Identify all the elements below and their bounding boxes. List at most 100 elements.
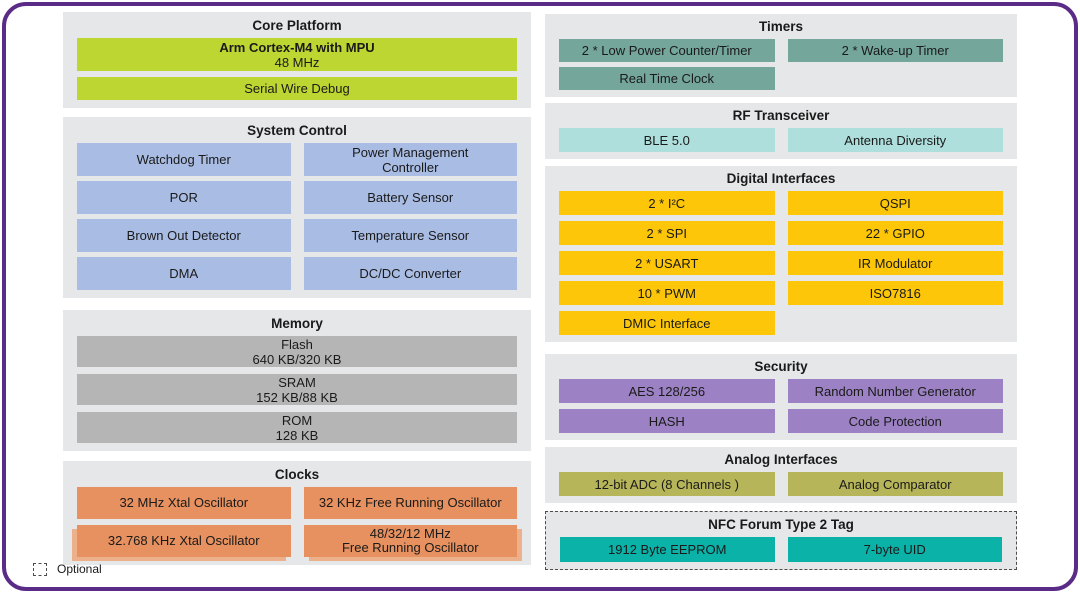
block-7-byte-uid: 7-byte UID [787,537,1002,562]
block-label-line: 7-byte UID [863,542,926,557]
block-dc-dc-converter: DC/DC Converter [303,257,517,290]
block-label-line: Brown Out Detector [126,228,241,243]
block-aes-128-256: AES 128/256 [559,379,775,403]
block-watchdog-timer: Watchdog Timer [77,143,291,176]
block-12-bit-adc-8-channels: 12-bit ADC (8 Channels ) [559,472,775,496]
block-label-line: Analog Comparator [838,476,952,492]
block-dma: DMA [77,257,291,290]
block-analog-comparator: Analog Comparator [787,472,1003,496]
block-code-protection: Code Protection [787,409,1003,433]
block-32-mhz-xtal-oscillator: 32 MHz Xtal Oscillator [77,487,291,519]
block-label-line: DMA [169,266,199,281]
block-label-line: DMIC Interface [623,315,711,331]
block-serial-wire-debug: Serial Wire Debug [77,77,517,100]
block-label-line: 2 * USART [635,255,699,271]
block-label-line: QSPI [879,195,911,211]
section-title-rf-transceiver: RF Transceiver [732,108,830,123]
section-title-memory: Memory [271,316,323,331]
block-label-line: AES 128/256 [628,383,706,399]
block-label-line: SRAM [278,374,316,390]
block-battery-sensor: Battery Sensor [303,181,517,214]
block-10-pwm: 10 * PWM [559,281,775,305]
block-32-768-khz-xtal-oscillator: 32.768 KHz Xtal Oscillator [77,525,291,557]
block-brown-out-detector: Brown Out Detector [77,219,291,252]
block-hash: HASH [559,409,775,433]
block-label-line: IR Modulator [858,255,933,271]
block-temperature-sensor: Temperature Sensor [303,219,517,252]
block-antenna-diversity: Antenna Diversity [787,128,1003,152]
block-label-line: Arm Cortex-M4 with MPU [219,39,375,55]
section-title-system-control: System Control [247,123,347,138]
section-analog-interfaces: Analog Interfaces 12-bit ADC (8 Channels … [545,447,1017,503]
block-2-wake-up-timer: 2 * Wake-up Timer [787,39,1003,62]
block-qspi: QSPI [787,191,1003,215]
block-32-khz-free-running-oscillator: 32 KHz Free Running Oscillator [303,487,517,519]
block-label-line: HASH [648,413,685,429]
section-rows: 2 * Low Power Counter/Timer 2 * Wake-up T… [559,39,1003,90]
section-title-digital-interfaces: Digital Interfaces [726,171,836,186]
block-label-line: 128 KB [275,427,319,443]
block-label-line: Code Protection [848,413,942,429]
section-rows: 2 * I²C QSPI 2 * SPI 22 * GPIO 2 * USART IR M… [559,191,1003,335]
legend: Optional [33,562,102,576]
block-1912-byte-eeprom: 1912 Byte EEPROM [560,537,775,562]
block-iso7816: ISO7816 [787,281,1003,305]
optional-dashed-box-icon [33,562,47,576]
section-rows: 1912 Byte EEPROM 7-byte UID [560,537,1002,562]
block-label-line: 32 KHz Free Running Oscillator [318,495,502,510]
block-label-line: Battery Sensor [367,190,454,205]
block-label-line: 152 KB/88 KB [256,389,338,405]
section-title-security: Security [754,359,808,374]
block-label-line: 32.768 KHz Xtal Oscillator [107,533,260,548]
block-label-line: 48 MHz [274,54,320,70]
block-label-line: BLE 5.0 [643,132,690,148]
block-2-low-power-counter-timer: 2 * Low Power Counter/Timer [559,39,775,62]
block-por: POR [77,181,291,214]
block-ble-5-0: BLE 5.0 [559,128,775,152]
block-label-line: ISO7816 [869,285,921,301]
block-label-line: Flash [281,336,313,352]
section-digital-interfaces: Digital Interfaces 2 * I²C QSPI 2 * SPI 22 *… [545,166,1017,342]
block-label-line: Controller [382,159,439,175]
section-title-timers: Timers [758,19,804,34]
block-label-line: POR [169,190,198,205]
section-title-nfc-forum-type-2-tag: NFC Forum Type 2 Tag [708,517,854,532]
block-label-line: 32 MHz Xtal Oscillator [119,495,249,510]
legend-label: Optional [57,562,102,576]
section-title-analog-interfaces: Analog Interfaces [724,452,838,467]
block-label-line: 2 * I²C [648,195,686,211]
column-right: Timers 2 * Low Power Counter/Timer 2 * Wak… [545,12,1017,570]
block-label-line: Temperature Sensor [351,228,470,243]
block-dmic-interface: DMIC Interface [559,311,775,335]
block-22-gpio: 22 * GPIO [787,221,1003,245]
section-title-clocks: Clocks [274,467,320,482]
block-label-line: Random Number Generator [814,383,976,399]
section-rows: 32 MHz Xtal Oscillator 32 KHz Free Runnin… [77,487,517,557]
block-label-line: 2 * Wake-up Timer [841,43,949,58]
block-ir-modulator: IR Modulator [787,251,1003,275]
block-label-line: ROM [281,412,313,428]
block-label-line: 48/32/12 MHz [369,526,451,541]
block-label-line: 12-bit ADC (8 Channels ) [594,476,739,492]
block-label-line: 2 * SPI [646,225,687,241]
block-label-line: Serial Wire Debug [244,81,350,96]
block-label-line: 10 * PWM [637,285,696,301]
block-label-line: Real Time Clock [619,71,715,86]
block-real-time-clock: Real Time Clock [559,67,775,90]
block-label-line: DC/DC Converter [359,266,462,281]
block-label-line: Power Management [352,144,469,160]
block-label-line: 22 * GPIO [865,225,925,241]
